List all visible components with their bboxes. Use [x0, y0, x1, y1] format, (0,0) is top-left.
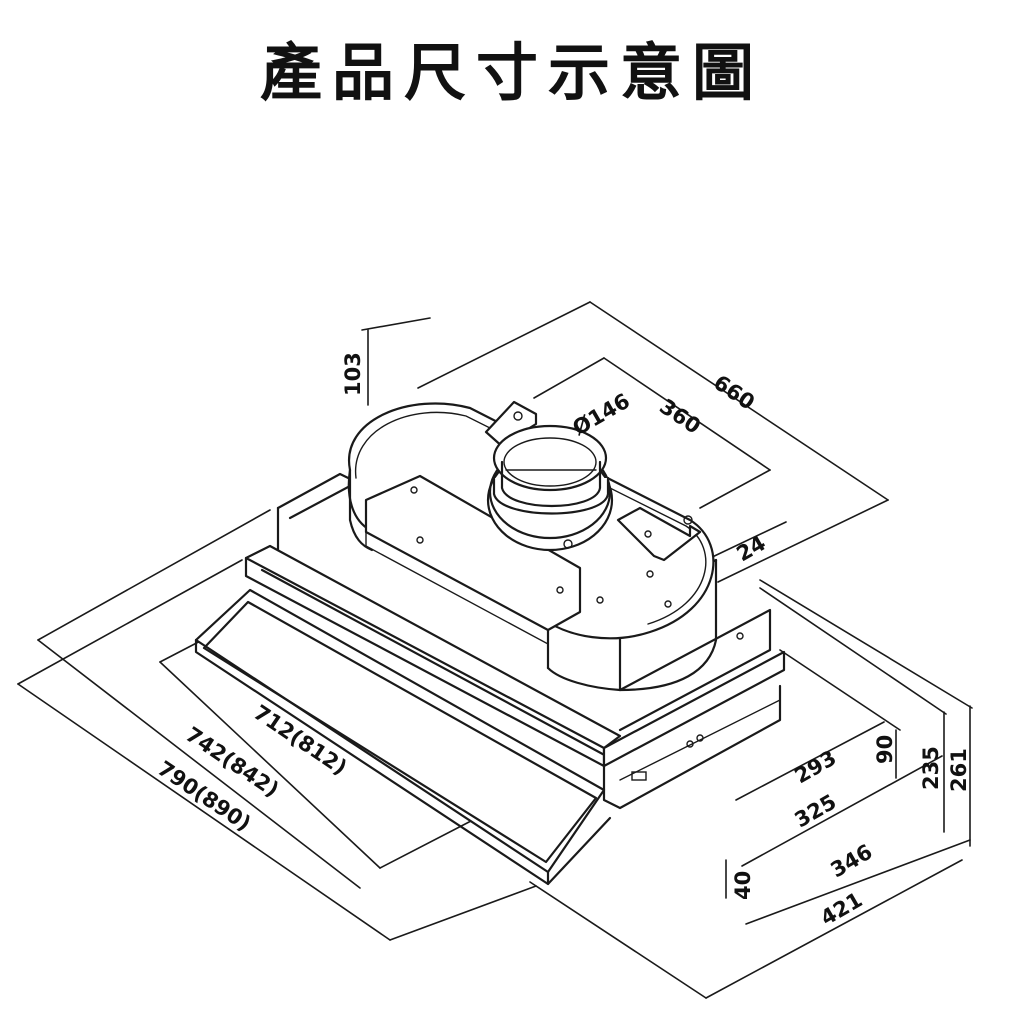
dim-235: 235	[919, 746, 943, 790]
dim-293: 293	[791, 746, 841, 789]
dim-660: 660	[709, 370, 759, 414]
dim-40: 40	[731, 871, 755, 900]
hood-outline	[194, 472, 786, 886]
dim-346: 346	[827, 840, 877, 883]
dimension-lines	[17, 301, 973, 999]
dim-103: 103	[341, 352, 365, 396]
dim-24: 24	[733, 531, 770, 566]
dim-261: 261	[947, 748, 971, 792]
dim-90: 90	[873, 735, 897, 764]
page-title: 產品尺寸示意圖	[259, 36, 764, 109]
dim-360: 360	[655, 394, 705, 438]
dim-146: Ø146	[569, 389, 634, 441]
duct-collar	[486, 424, 614, 552]
